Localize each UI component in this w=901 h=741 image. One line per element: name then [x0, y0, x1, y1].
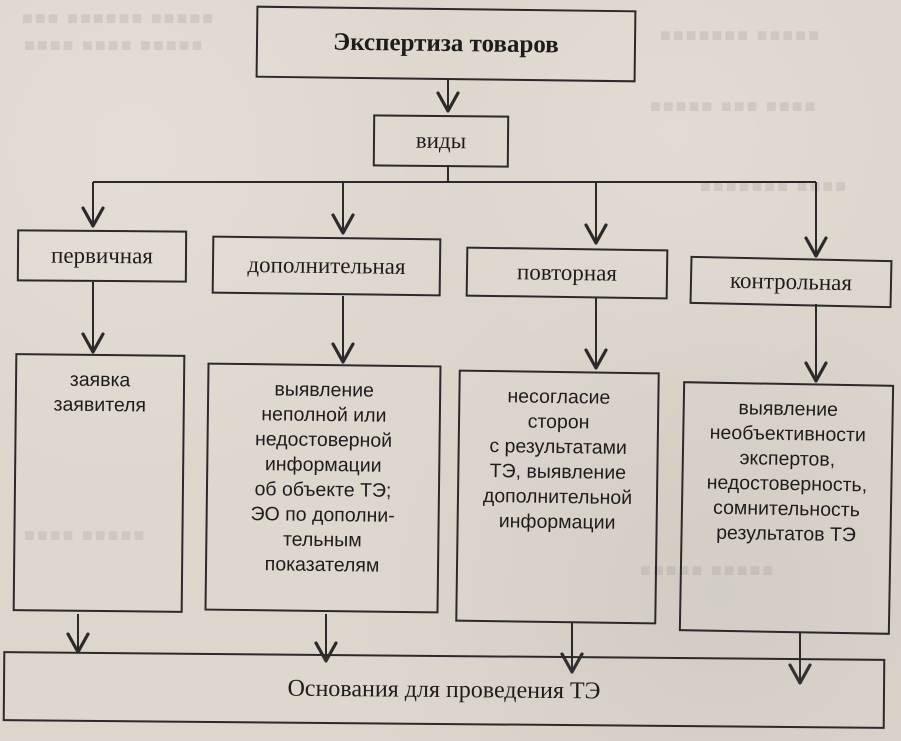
diagram-title: Экспертиза товаров — [333, 28, 559, 59]
bleed-through-text: ■■■■■■■ ■■■■ — [700, 176, 849, 196]
bleed-through-text: ■■■■■ ■■■ ■■■■ — [650, 96, 818, 116]
description-line-repeat-2: сторон — [527, 410, 590, 434]
type-box-control: контрольная — [689, 255, 893, 309]
description-line-repeat-1: несогласие — [507, 385, 611, 409]
description-line-additional-3: недостоверной — [254, 428, 393, 452]
description-line-control-6: результатов ТЭ — [716, 521, 857, 547]
description-line-control-1: выявление — [738, 397, 839, 421]
description-line-primary-1: заявка — [69, 368, 131, 392]
description-line-repeat-5: дополнительной — [482, 484, 633, 510]
type-label-primary: первичная — [50, 242, 154, 269]
description-line-additional-1: выявление — [274, 378, 375, 402]
footer-label: Основания для проведения ТЭ — [287, 675, 601, 704]
type-box-repeat: повторная — [465, 246, 669, 300]
description-box-repeat: несогласие сторон с результатами ТЭ, выя… — [455, 369, 660, 625]
description-line-control-4: недостоверность, — [706, 471, 868, 497]
types-header-box: виды — [372, 114, 510, 168]
type-box-primary: первичная — [16, 229, 188, 283]
diagram-title-box: Экспертиза товаров — [255, 5, 637, 83]
types-header: виды — [415, 127, 467, 154]
type-label-control: контрольная — [729, 267, 853, 296]
footer-box: Основания для проведения ТЭ — [2, 651, 886, 729]
type-box-additional: дополнительная — [211, 235, 442, 297]
description-box-primary: заявка заявителя — [12, 353, 186, 613]
description-line-repeat-6: информации — [498, 510, 616, 534]
bleed-through-text: ■■■■ ■■■■ ■■■■■ — [24, 35, 205, 55]
description-line-control-5: сомнительность — [712, 496, 861, 522]
bleed-through-text: ■■■■■■■ ■■■■■ — [660, 25, 821, 45]
description-box-control: выявление необъективности экспертов, нед… — [678, 381, 895, 635]
description-line-additional-4: информации — [264, 453, 382, 477]
description-line-control-2: необъективности — [709, 421, 867, 447]
type-label-repeat: повторная — [516, 259, 618, 286]
description-line-primary-2: заявителя — [53, 393, 147, 417]
description-line-additional-5: об объекте ТЭ; — [254, 478, 392, 502]
description-box-additional: выявление неполной или недостоверной инф… — [204, 362, 442, 614]
description-line-additional-7: тельным — [282, 528, 362, 552]
description-line-additional-8: показателям — [264, 553, 380, 577]
description-line-repeat-3: с результатами — [489, 435, 628, 459]
description-line-control-3: экспертов, — [739, 447, 836, 471]
description-line-additional-2: неполной или — [261, 403, 387, 427]
type-label-additional: дополнительная — [247, 252, 406, 279]
bleed-through-text: ■■■ ■■■■■■ ■■■■■ — [22, 8, 216, 28]
description-line-additional-6: ЭО по дополни- — [250, 503, 395, 527]
description-line-repeat-4: ТЭ, выявление — [489, 460, 627, 484]
